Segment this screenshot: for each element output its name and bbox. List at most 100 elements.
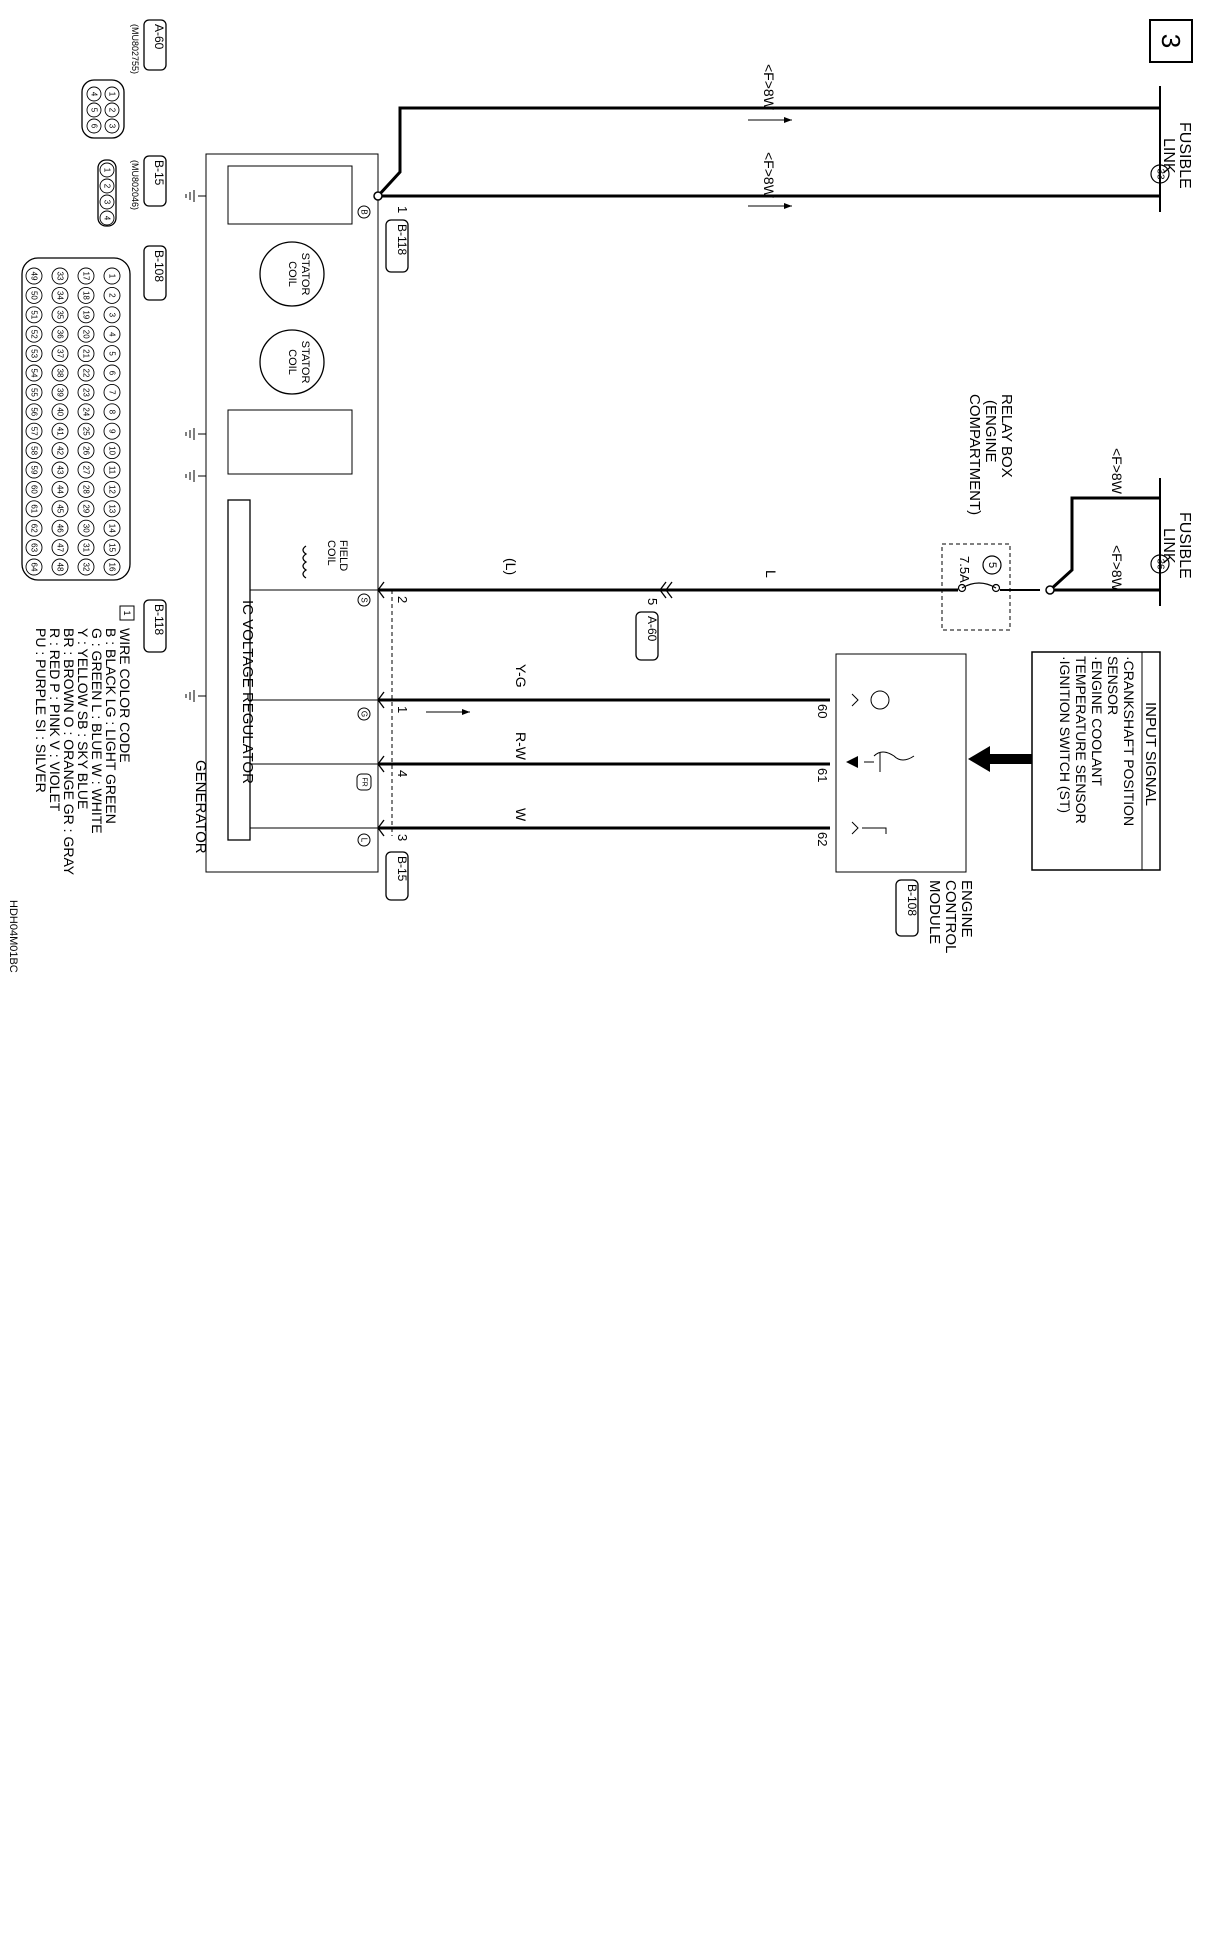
fusible-link-33: FUSIBLE LINK 33 [1150,86,1193,212]
svg-text:5: 5 [645,598,660,605]
b108-pin-circle [103,306,121,324]
a60-pin: 4 [90,92,99,97]
b108-pin: 18 [82,291,91,300]
svg-text:B-118: B-118 [152,604,166,635]
input-arrow [968,746,1032,772]
svg-text:<F>8W: <F>8W [761,152,777,199]
b15-pin-circle [99,210,115,226]
relay-box-circuit: <F>8W <F>8W RELAY BOX (ENGINE COMPARTMEN… [378,394,1160,661]
b108-pin: 39 [56,388,65,397]
svg-text:COIL: COIL [325,540,337,566]
b108-pin: 26 [82,446,91,455]
b108-pin-circle [77,403,95,421]
b108-pin-circle [25,442,43,460]
b108-pin-circle [51,539,69,557]
a60-pin: 5 [90,108,99,113]
b108-pin: 25 [82,427,91,436]
b108-pin-circle [25,422,43,440]
b108-pin-circle [51,267,69,285]
svg-text:B-15: B-15 [152,160,166,186]
svg-text:·ENGINE COOLANT: ·ENGINE COOLANT [1089,656,1105,786]
b108-pin-grid: 1234567891011121314151617181920212223242… [25,267,121,576]
svg-text:B-15: B-15 [395,856,409,882]
page-number: 3 [1156,34,1186,48]
b108-pin-circle [51,558,69,576]
svg-text:33: 33 [1155,168,1166,180]
svg-text:<F>8W: <F>8W [761,64,777,111]
b108-pin: 34 [56,291,65,300]
b15-pin-circle [99,194,115,210]
svg-text:B-108: B-108 [905,884,919,916]
b108-pin-circle [103,403,121,421]
b108-pin: 55 [30,388,39,397]
b108-pin-circle [25,519,43,537]
b108-pin: 31 [82,543,91,552]
b108-pin-circle [77,558,95,576]
b108-pin: 61 [30,504,39,513]
b108-pin-circle [25,500,43,518]
a60-pin: 2 [108,108,117,113]
b108-pin-circle [25,345,43,363]
svg-text:TEMPERATURE SENSOR: TEMPERATURE SENSOR [1073,656,1089,824]
svg-text:B : BLACK LG : LIGHT GREE: B : BLACK LG : LIGHT GREEN [103,628,119,824]
b108-pin: 4 [108,332,117,337]
b108-pin: 16 [108,563,117,572]
b108-pin-circle [51,442,69,460]
b108-pin: 64 [30,563,39,572]
svg-text:A-60: A-60 [152,24,166,50]
b108-pin-circle [51,519,69,537]
svg-text:G : GREEN L : BLUE W: G : GREEN L : BLUE W : WHITE [89,628,105,834]
b108-pin: 52 [30,330,39,339]
svg-text:B-108: B-108 [152,250,166,282]
svg-text:3: 3 [395,834,410,841]
connector-b118-view: B-118 1 [119,599,167,653]
a60-pin: 6 [90,124,99,129]
svg-text:·CRANKSHAFT POSITION: ·CRANKSHAFT POSITION [1121,656,1137,826]
b108-pin: 36 [56,330,65,339]
b108-pin: 19 [82,310,91,319]
b108-pin: 51 [30,310,39,319]
b15-pin-labels: 2 1 4 3 B-15 [377,581,410,901]
b108-pin: 7 [108,390,117,395]
svg-text:L: L [360,838,369,843]
a60-pin-circle [104,102,120,118]
svg-text:W: W [513,808,529,822]
b108-pin: 45 [56,504,65,513]
b108-pin-circle [51,345,69,363]
b108-pin-circle [77,442,95,460]
svg-text:1: 1 [395,706,410,713]
svg-text:S: S [360,597,369,602]
b108-pin: 40 [56,407,65,416]
b108-pin-circle [51,383,69,401]
b108-pin-circle [25,558,43,576]
svg-text:(L): (L) [503,558,519,575]
b108-pin: 1 [108,274,117,279]
b108-pin-circle [103,480,121,498]
svg-text:COIL: COIL [286,349,298,375]
b15-pin-circle [99,178,115,194]
b108-pin-circle [25,267,43,285]
b108-pin-circle [103,519,121,537]
svg-text:·IGNITION SWITCH (ST): ·IGNITION SWITCH (ST) [1057,656,1073,813]
b108-pin: 23 [82,388,91,397]
b108-pin: 22 [82,369,91,378]
b108-pin-circle [77,539,95,557]
svg-text:(MU802046): (MU802046) [130,160,140,210]
b108-pin-circle [77,500,95,518]
b108-pin: 50 [30,291,39,300]
b108-pin: 9 [108,429,117,434]
b108-pin: 8 [108,410,117,415]
a60-pin-circle [86,86,102,102]
b108-pin: 30 [82,524,91,533]
svg-text:<F>8W: <F>8W [1109,545,1125,592]
svg-text:IC VOLTAGE REGULATOR: IC VOLTAGE REGULATOR [239,600,256,784]
b108-pin: 57 [30,427,39,436]
svg-text:G: G [360,711,369,717]
b108-pin: 28 [82,485,91,494]
b108-pin: 42 [56,446,65,455]
b108-pin: 2 [108,293,117,298]
b108-pin-circle [25,539,43,557]
